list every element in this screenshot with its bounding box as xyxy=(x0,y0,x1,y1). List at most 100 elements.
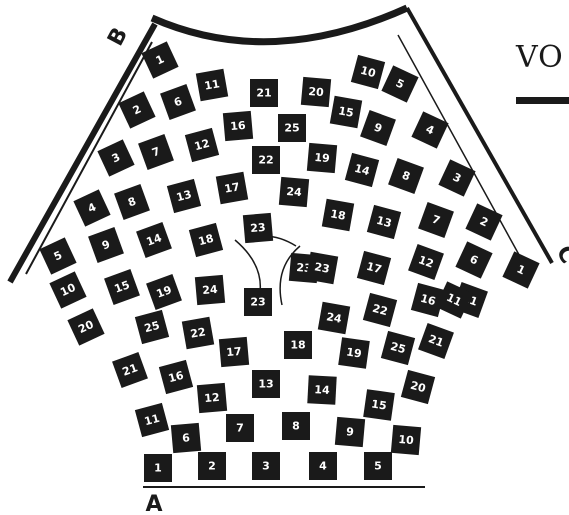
region-a-square-22[interactable]: 22 xyxy=(182,317,214,349)
square-number: 4 xyxy=(319,460,327,473)
region-a-square-21[interactable]: 21 xyxy=(112,352,148,388)
square-number: 23 xyxy=(313,260,330,275)
region-a-square-2[interactable]: 2 xyxy=(198,452,226,480)
region-b-square-10[interactable]: 10 xyxy=(49,271,86,308)
region-c-square-7[interactable]: 7 xyxy=(418,202,454,238)
square-number: 24 xyxy=(202,283,219,297)
region-a-square-15[interactable]: 15 xyxy=(363,389,395,421)
square-number: 13 xyxy=(258,378,273,391)
square-number: 5 xyxy=(374,460,382,473)
region-a-square-27[interactable]: 25 xyxy=(135,310,169,344)
region-b-square-21[interactable]: 22 xyxy=(252,146,280,174)
square-number: 2 xyxy=(208,460,216,473)
region-c-square-19[interactable]: 20 xyxy=(301,77,331,107)
square-number: 15 xyxy=(337,104,354,119)
region-b-square-16[interactable]: 16 xyxy=(223,111,253,141)
region-c-square-8[interactable]: 8 xyxy=(388,158,424,194)
square-number: 16 xyxy=(230,119,247,133)
region-a-square-9[interactable]: 9 xyxy=(335,417,365,447)
region-c-square-20[interactable]: 25 xyxy=(278,114,306,142)
square-number: 10 xyxy=(398,433,415,447)
square-number: 17 xyxy=(223,180,240,195)
square-number: 15 xyxy=(371,397,388,412)
region-b-square-14[interactable]: 14 xyxy=(136,222,172,258)
region-b-square-9[interactable]: 9 xyxy=(88,227,124,263)
region-c-square-13[interactable]: 13 xyxy=(367,205,401,239)
square-number: 25 xyxy=(284,122,299,135)
region-c-square-22[interactable]: 23 xyxy=(306,252,338,284)
square-number: 24 xyxy=(286,185,303,199)
region-c-square-5[interactable]: 5 xyxy=(381,65,418,102)
region-a-square-16[interactable]: 16 xyxy=(159,360,193,394)
region-b-square-22[interactable]: 23 xyxy=(243,213,273,243)
region-c-square-18[interactable]: 19 xyxy=(307,143,337,173)
region-a-square-4[interactable]: 4 xyxy=(309,452,337,480)
region-b-square-20[interactable]: 21 xyxy=(250,79,278,107)
square-number: 20 xyxy=(308,85,325,99)
region-b-square-19[interactable]: 19 xyxy=(146,274,182,310)
region-c-square-12[interactable]: 12 xyxy=(408,244,444,280)
region-b-square-2[interactable]: 2 xyxy=(118,91,155,128)
region-a-square-20[interactable]: 20 xyxy=(401,370,435,404)
region-c-square-14[interactable]: 14 xyxy=(345,153,379,187)
region-a-square-31[interactable]: 22 xyxy=(363,293,397,327)
region-a-square-8[interactable]: 8 xyxy=(282,412,310,440)
region-c-square-2[interactable]: 2 xyxy=(465,203,502,240)
square-number: 18 xyxy=(329,207,346,222)
region-c-square-17[interactable]: 17 xyxy=(357,251,391,285)
region-a-square-5[interactable]: 5 xyxy=(364,452,392,480)
region-a-square-10[interactable]: 10 xyxy=(391,425,421,455)
region-b-square-7[interactable]: 7 xyxy=(138,134,174,170)
region-a-square-12[interactable]: 12 xyxy=(197,383,227,413)
region-c-square-6[interactable]: 6 xyxy=(455,241,492,278)
edge-c-frame-inner xyxy=(398,35,523,262)
region-a-square-1[interactable]: 1 xyxy=(144,454,172,482)
region-a-square-17[interactable]: 17 xyxy=(219,337,249,367)
region-b-square-15[interactable]: 15 xyxy=(104,269,140,305)
square-number: 19 xyxy=(314,151,330,165)
region-a-square-11[interactable]: 11 xyxy=(135,403,169,437)
region-b-square-8[interactable]: 8 xyxy=(114,184,150,220)
region-a-square-24[interactable]: 24 xyxy=(318,302,350,334)
square-number: 6 xyxy=(182,431,191,445)
region-c-square-21[interactable]: 24 xyxy=(279,177,309,207)
region-a-square-25[interactable]: 25 xyxy=(381,331,415,365)
top-curve-frame xyxy=(152,8,407,42)
square-number: 19 xyxy=(346,345,363,360)
region-c-square-10[interactable]: 10 xyxy=(351,55,385,89)
region-a-square-28[interactable]: 24 xyxy=(195,275,225,305)
square-number: 22 xyxy=(258,154,273,167)
region-c-square-9[interactable]: 9 xyxy=(360,110,396,146)
square-number: 11 xyxy=(203,77,220,92)
region-a-square-19[interactable]: 19 xyxy=(338,337,370,369)
region-b-square-6[interactable]: 6 xyxy=(160,84,196,120)
region-a-square-13[interactable]: 13 xyxy=(252,370,280,398)
square-number: 18 xyxy=(290,339,305,352)
region-b-square-12[interactable]: 12 xyxy=(185,128,219,162)
region-b-square-4[interactable]: 4 xyxy=(73,189,110,226)
square-number: 22 xyxy=(189,325,206,340)
square-number: 14 xyxy=(314,383,330,397)
region-b-square-13[interactable]: 13 xyxy=(167,179,201,213)
region-b-square-11[interactable]: 11 xyxy=(196,69,228,101)
region-b-square-17[interactable]: 17 xyxy=(216,172,248,204)
region-a-square-23[interactable]: 23 xyxy=(244,288,272,316)
region-b-square-18[interactable]: 18 xyxy=(189,223,223,257)
region-a-square-3[interactable]: 3 xyxy=(252,452,280,480)
region-a-square-18[interactable]: 18 xyxy=(284,331,312,359)
edge-label-b: B xyxy=(103,24,133,51)
region-a-square-6[interactable]: 6 xyxy=(171,423,201,453)
region-a-square-26[interactable]: 20 xyxy=(67,308,104,345)
region-a-square-7[interactable]: 7 xyxy=(226,414,254,442)
region-b-square-1[interactable]: 1 xyxy=(141,41,178,78)
region-c-square-1[interactable]: 1 xyxy=(502,251,539,288)
region-a-square-30[interactable]: 21 xyxy=(418,323,454,359)
region-b-square-3[interactable]: 3 xyxy=(97,139,134,176)
region-c-square-16[interactable]: 18 xyxy=(322,199,354,231)
square-number: 17 xyxy=(226,345,242,359)
region-c-square-15[interactable]: 15 xyxy=(330,96,362,128)
region-a-square-14[interactable]: 14 xyxy=(307,375,336,404)
square-number: 3 xyxy=(262,460,270,473)
region-b-square-5[interactable]: 5 xyxy=(39,237,76,274)
